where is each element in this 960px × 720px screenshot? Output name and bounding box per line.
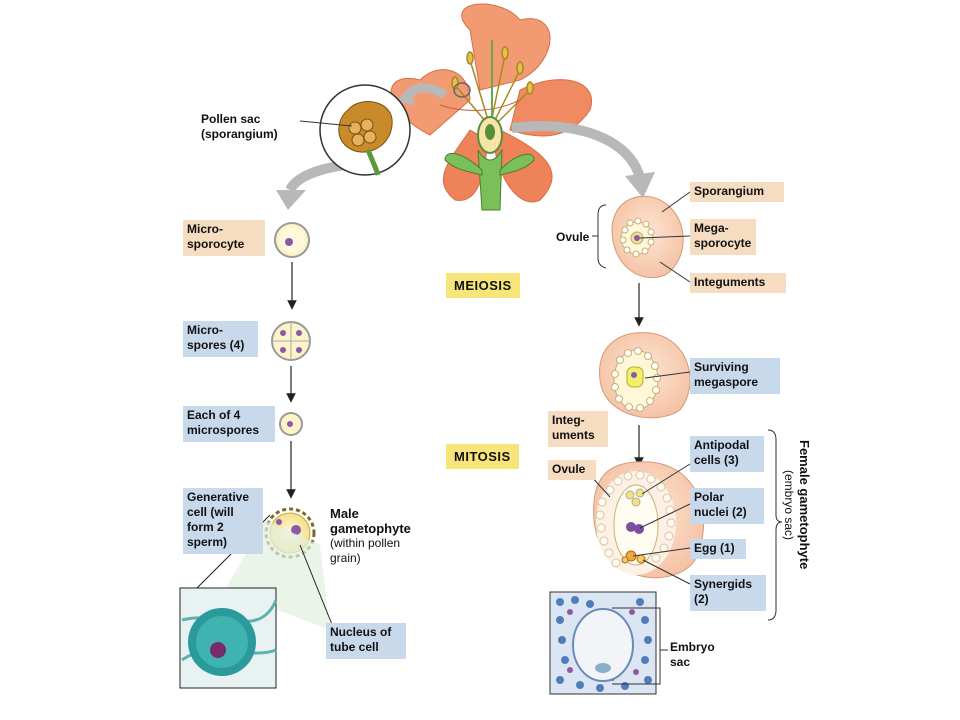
mature-ovule [593, 461, 705, 579]
antipodal-cells-label: Antipodal cells (3) [690, 436, 764, 472]
integuments-label-top: Integuments [690, 273, 786, 293]
ovule-label-top: Ovule [556, 230, 590, 244]
pollen-sac-label: Pollen sac (sporangium) [201, 112, 278, 141]
megasporocyte-label: Mega- sporocyte [690, 219, 756, 255]
mitosis-label: MITOSIS [446, 444, 519, 469]
integuments-label-mid: Integ- uments [548, 411, 608, 447]
embryo-sac-paren-label: (embryo sac) [782, 470, 796, 541]
male-gametophyte-subtitle: (within pollen grain) [330, 536, 401, 565]
male-gametophyte-title: Male gametophyte [330, 506, 411, 536]
egg-label: Egg (1) [690, 539, 746, 559]
synergids-label: Synergids (2) [690, 575, 766, 611]
microspores-label: Micro- spores (4) [183, 321, 258, 357]
meiosis-label: MEIOSIS [446, 273, 520, 298]
microsporocyte-label: Micro- sporocyte [183, 220, 265, 256]
generative-cell-label: Generative cell (will form 2 sperm) [183, 488, 263, 554]
sporangium-label: Sporangium [690, 182, 784, 202]
surviving-megaspore-label: Surviving megaspore [690, 358, 780, 394]
female-gametophyte-label: Female gametophyte [797, 440, 812, 570]
embryo-sac-label: Embryo sac [670, 640, 715, 669]
each-of-4-microspores-label: Each of 4 microspores [183, 406, 275, 442]
ovule-label-mid: Ovule [548, 460, 596, 480]
nucleus-of-tube-cell-label: Nucleus of tube cell [326, 623, 406, 659]
polar-nuclei-label: Polar nuclei (2) [690, 488, 764, 524]
flower [390, 3, 593, 211]
